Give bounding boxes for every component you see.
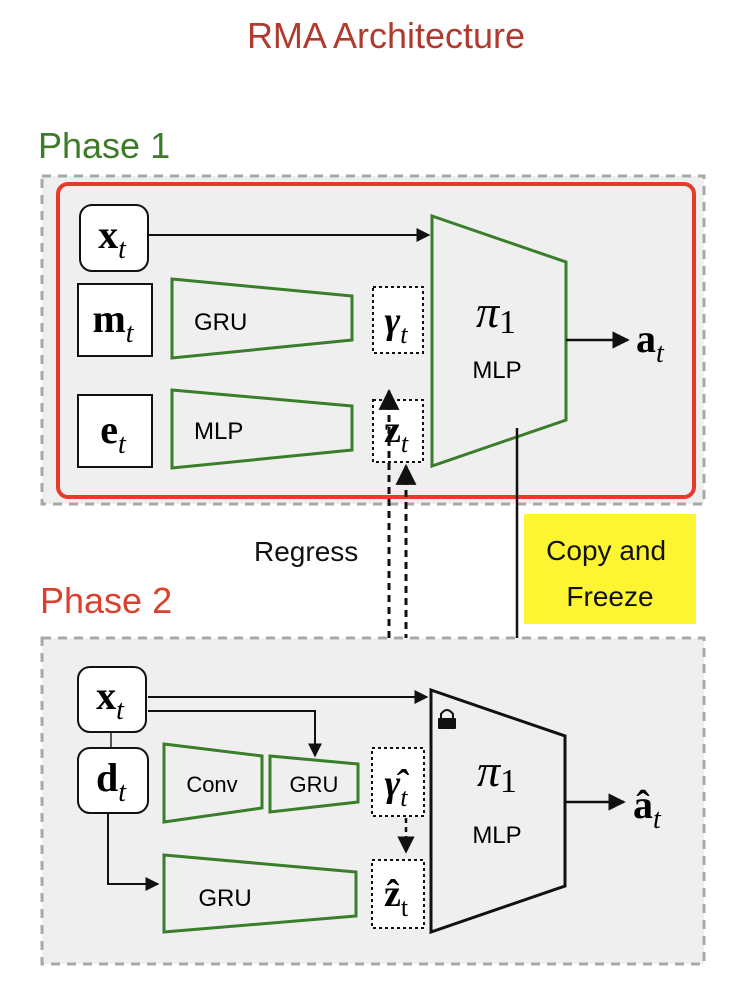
phase1-label: Phase 1 bbox=[38, 125, 170, 166]
diagram-title: RMA Architecture bbox=[247, 15, 525, 56]
svg-text:MLP: MLP bbox=[472, 357, 521, 384]
phase1-output-action: at bbox=[636, 316, 665, 369]
svg-text:GRU: GRU bbox=[290, 772, 339, 797]
svg-text:dt: dt bbox=[96, 755, 127, 808]
phase2-z-hat-latent: ẑt bbox=[371, 859, 425, 929]
svg-text:ẑt: ẑt bbox=[384, 873, 409, 922]
regress-label: Regress bbox=[254, 536, 358, 567]
phase2-gru-big-block: GRU bbox=[162, 853, 358, 934]
phase1-gamma-latent: γt bbox=[372, 286, 424, 354]
phase1-z-latent: zt bbox=[372, 399, 424, 463]
phase2-conv-block: Conv bbox=[162, 742, 264, 824]
phase2-policy-pi1-frozen: π1 MLP bbox=[429, 687, 567, 935]
phase2-input-x: xt bbox=[77, 666, 147, 733]
phase2-label: Phase 2 bbox=[40, 580, 172, 621]
arrow-x-to-gru-small bbox=[148, 710, 322, 758]
svg-text:xt: xt bbox=[98, 212, 127, 265]
phase2-input-d: dt bbox=[77, 747, 149, 814]
phase1-training-box bbox=[56, 182, 696, 499]
lock-icon bbox=[438, 709, 456, 729]
svg-text:GRU: GRU bbox=[198, 885, 251, 912]
svg-text:mt: mt bbox=[92, 296, 134, 349]
svg-text:π1: π1 bbox=[477, 745, 517, 800]
svg-text:xt: xt bbox=[96, 673, 125, 726]
phase1-input-e: et bbox=[77, 394, 153, 468]
phase1-policy-pi1: π1 MLP bbox=[430, 213, 568, 469]
phase2-gamma-hat-latent: γ̂t bbox=[371, 747, 425, 817]
phase1-input-m: mt bbox=[77, 283, 153, 357]
phase2-output-action-hat: ât bbox=[633, 782, 662, 835]
svg-text:π1: π1 bbox=[476, 286, 516, 341]
svg-text:Conv: Conv bbox=[186, 772, 237, 797]
copy-freeze-label: Copy and Freeze bbox=[546, 535, 674, 612]
phase1-mlp-encoder: MLP bbox=[170, 388, 354, 470]
phase1-gru-encoder: GRU bbox=[170, 277, 354, 360]
svg-text:GRU: GRU bbox=[194, 309, 247, 336]
svg-text:γt: γt bbox=[384, 300, 408, 349]
arrow-d-to-gru bbox=[107, 811, 160, 891]
svg-text:MLP: MLP bbox=[194, 418, 243, 445]
svg-text:et: et bbox=[100, 407, 127, 460]
svg-text:MLP: MLP bbox=[472, 822, 521, 849]
copy-freeze-highlight bbox=[524, 514, 696, 624]
phase2-gru-small-block: GRU bbox=[268, 754, 360, 814]
phase1-input-x: xt bbox=[79, 204, 149, 272]
